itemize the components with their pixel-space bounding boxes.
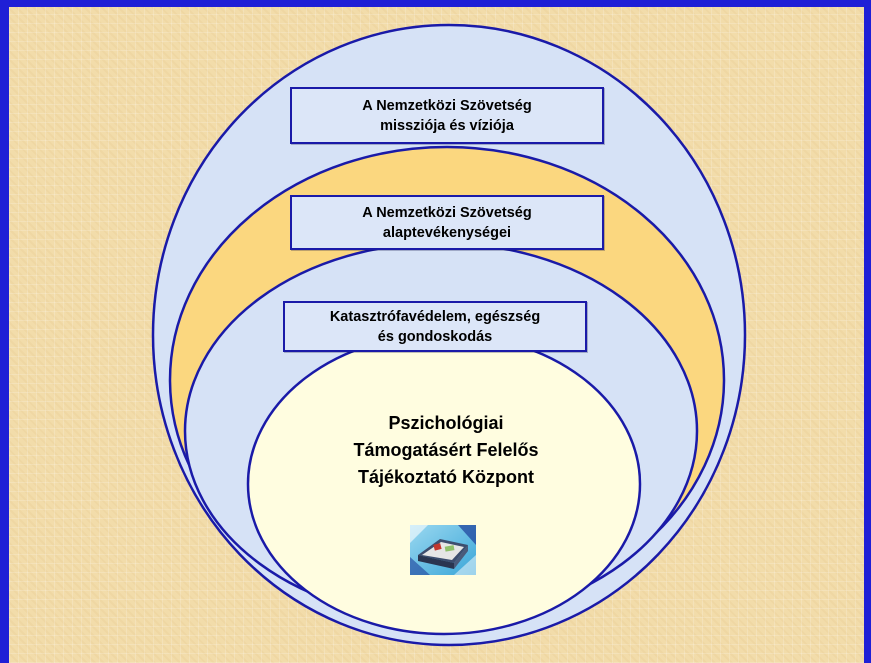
disaster-health-care-line-1: Katasztrófavédelem, egészség [329,308,541,325]
psychosocial-centre-line-3: Tájékoztató Központ [358,467,534,487]
psychosocial-centre-line-2: Támogatásért Felelős [353,440,539,460]
core-activities-line-2: alaptevékenységei [382,224,512,241]
mission-vision-line-2: missziója és víziója [380,117,514,134]
psychosocial-centre-line-1: Pszichológiai [388,413,504,433]
disaster-health-care-line-2: és gondoskodás [377,328,493,345]
psychosocial-centre-label: Pszichológiai Támogatásért Felelős Tájék… [296,410,596,491]
core-activities-line-1: A Nemzetközi Szövetség [362,204,532,221]
building-clipart-icon [410,525,476,575]
disaster-health-care-box: Katasztrófavédelem, egészség és gondosko… [283,301,587,352]
mission-vision-line-1: A Nemzetközi Szövetség [362,97,532,114]
mission-vision-box: A Nemzetközi Szövetség missziója és vízi… [290,87,604,144]
core-activities-box: A Nemzetközi Szövetség alaptevékenységei [290,195,604,250]
